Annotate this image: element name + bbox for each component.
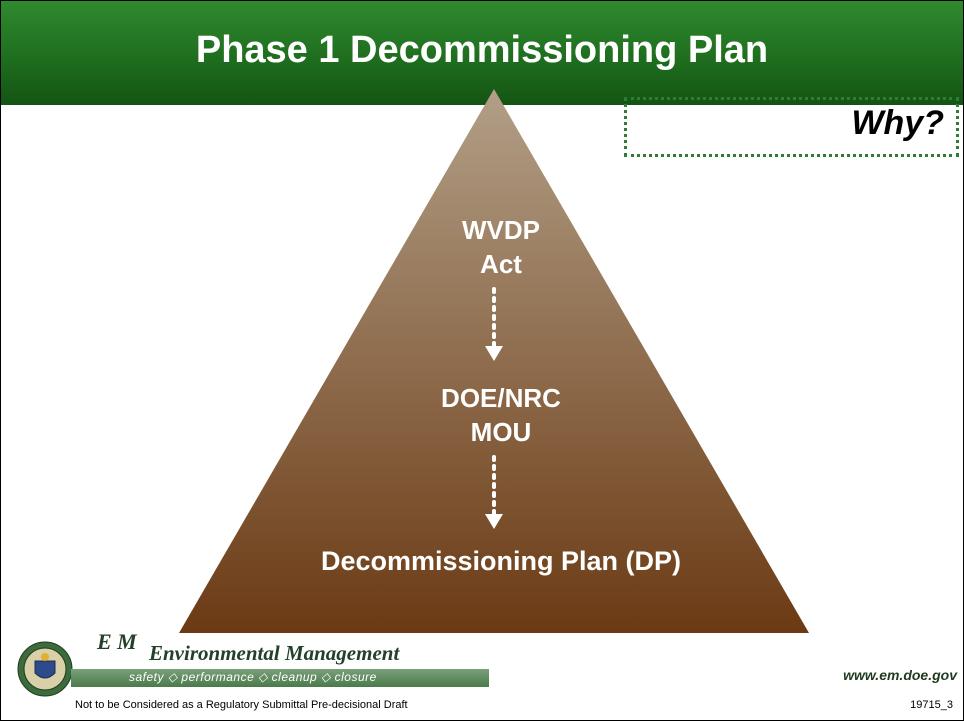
- slide-number: 19715_3: [910, 699, 953, 711]
- arrow-mou-to-dp: [485, 455, 503, 529]
- node-mou-line1: DOE/NRC: [441, 383, 561, 413]
- em-logo-mark: E M: [97, 629, 137, 654]
- node-mou-line2: MOU: [470, 417, 532, 447]
- node-decommissioning-plan: Decommissioning Plan (DP): [320, 546, 682, 576]
- why-callout-box: Why?: [624, 97, 959, 157]
- tagline-bar: safety ◇ performance ◇ cleanup ◇ closure: [71, 669, 489, 687]
- footer-org-name: Environmental Management: [149, 641, 400, 665]
- arrow-wvdp-to-mou: [485, 287, 503, 361]
- footer-tagline: safety ◇ performance ◇ cleanup ◇ closure: [129, 670, 377, 684]
- slide-title: Phase 1 Decommissioning Plan: [195, 29, 769, 71]
- node-doe-nrc-mou: DOE/NRC MOU: [381, 381, 621, 449]
- title-bar: Phase 1 Decommissioning Plan: [1, 1, 963, 105]
- why-callout-text: Why?: [851, 104, 944, 142]
- node-wvdp-line2: Act: [480, 249, 522, 279]
- node-wvdp-line1: WVDP: [462, 215, 540, 245]
- footer-disclaimer: Not to be Considered as a Regulatory Sub…: [75, 699, 408, 711]
- node-wvdp-act: WVDP Act: [421, 213, 581, 281]
- doe-seal-icon: [17, 641, 73, 697]
- footer-website: www.em.doe.gov: [843, 667, 957, 683]
- pyramid-diagram: [179, 89, 809, 633]
